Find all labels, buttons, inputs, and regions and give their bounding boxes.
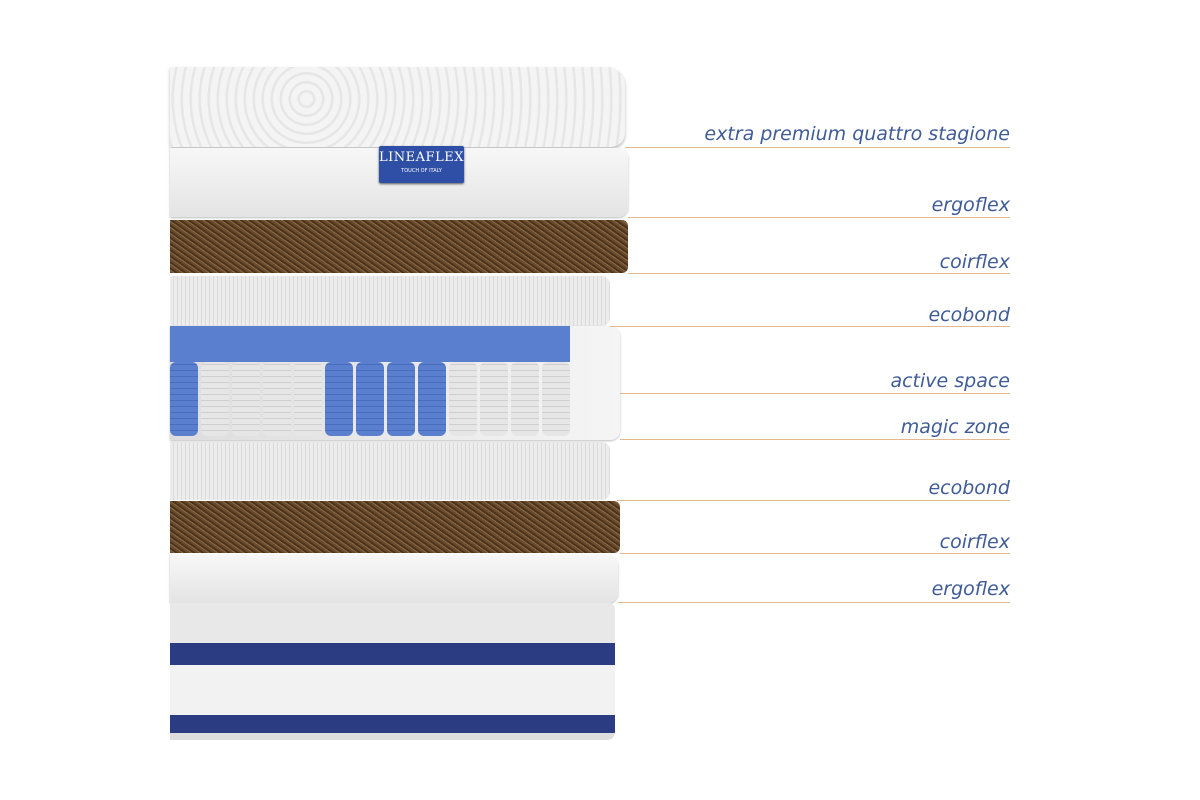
white-spring — [294, 362, 322, 436]
leader-line — [628, 217, 1010, 218]
brand-label: LINEAFLEX TOUCH OF ITALY — [379, 146, 464, 183]
blue-spring — [325, 362, 353, 436]
layer-label: extra premium quattro stagione — [704, 123, 1010, 145]
white-spring — [542, 362, 570, 436]
layer-label: ecobond — [928, 477, 1010, 499]
white-spring — [201, 362, 229, 436]
blue-spring — [387, 362, 415, 436]
white-spring — [232, 362, 260, 436]
white-spring — [480, 362, 508, 436]
layer-label: ecobond — [928, 304, 1010, 326]
ecobond-layer-top — [170, 276, 610, 326]
blue-spring — [170, 362, 198, 436]
leader-line — [620, 553, 1010, 554]
layer-label: active space — [890, 370, 1010, 392]
blue-spring — [356, 362, 384, 436]
cover-layer — [170, 67, 625, 147]
layer-label: magic zone — [900, 416, 1010, 438]
leader-line — [620, 393, 1010, 394]
pocket-springs — [170, 326, 570, 440]
white-spring — [511, 362, 539, 436]
leader-line — [620, 439, 1010, 440]
coirflex-layer-bottom — [170, 501, 620, 553]
coirflex-layer-top — [170, 220, 628, 273]
brand-name: LINEAFLEX — [379, 150, 464, 165]
layer-label: ergoflex — [931, 194, 1010, 216]
mattress-base — [170, 603, 615, 740]
layer-label: coirflex — [939, 251, 1010, 273]
ergoflex-layer-bottom — [170, 555, 618, 603]
white-spring — [263, 362, 291, 436]
blue-spring — [418, 362, 446, 436]
layer-label: coirflex — [939, 531, 1010, 553]
ecobond-layer-bottom — [170, 442, 610, 500]
leader-line — [618, 602, 1010, 603]
brand-tagline: TOUCH OF ITALY — [401, 168, 442, 174]
white-spring — [449, 362, 477, 436]
layer-label: ergoflex — [931, 578, 1010, 600]
leader-line — [625, 147, 1010, 148]
leader-line — [610, 326, 1010, 327]
leader-line — [628, 273, 1010, 274]
leader-line — [617, 500, 1010, 501]
